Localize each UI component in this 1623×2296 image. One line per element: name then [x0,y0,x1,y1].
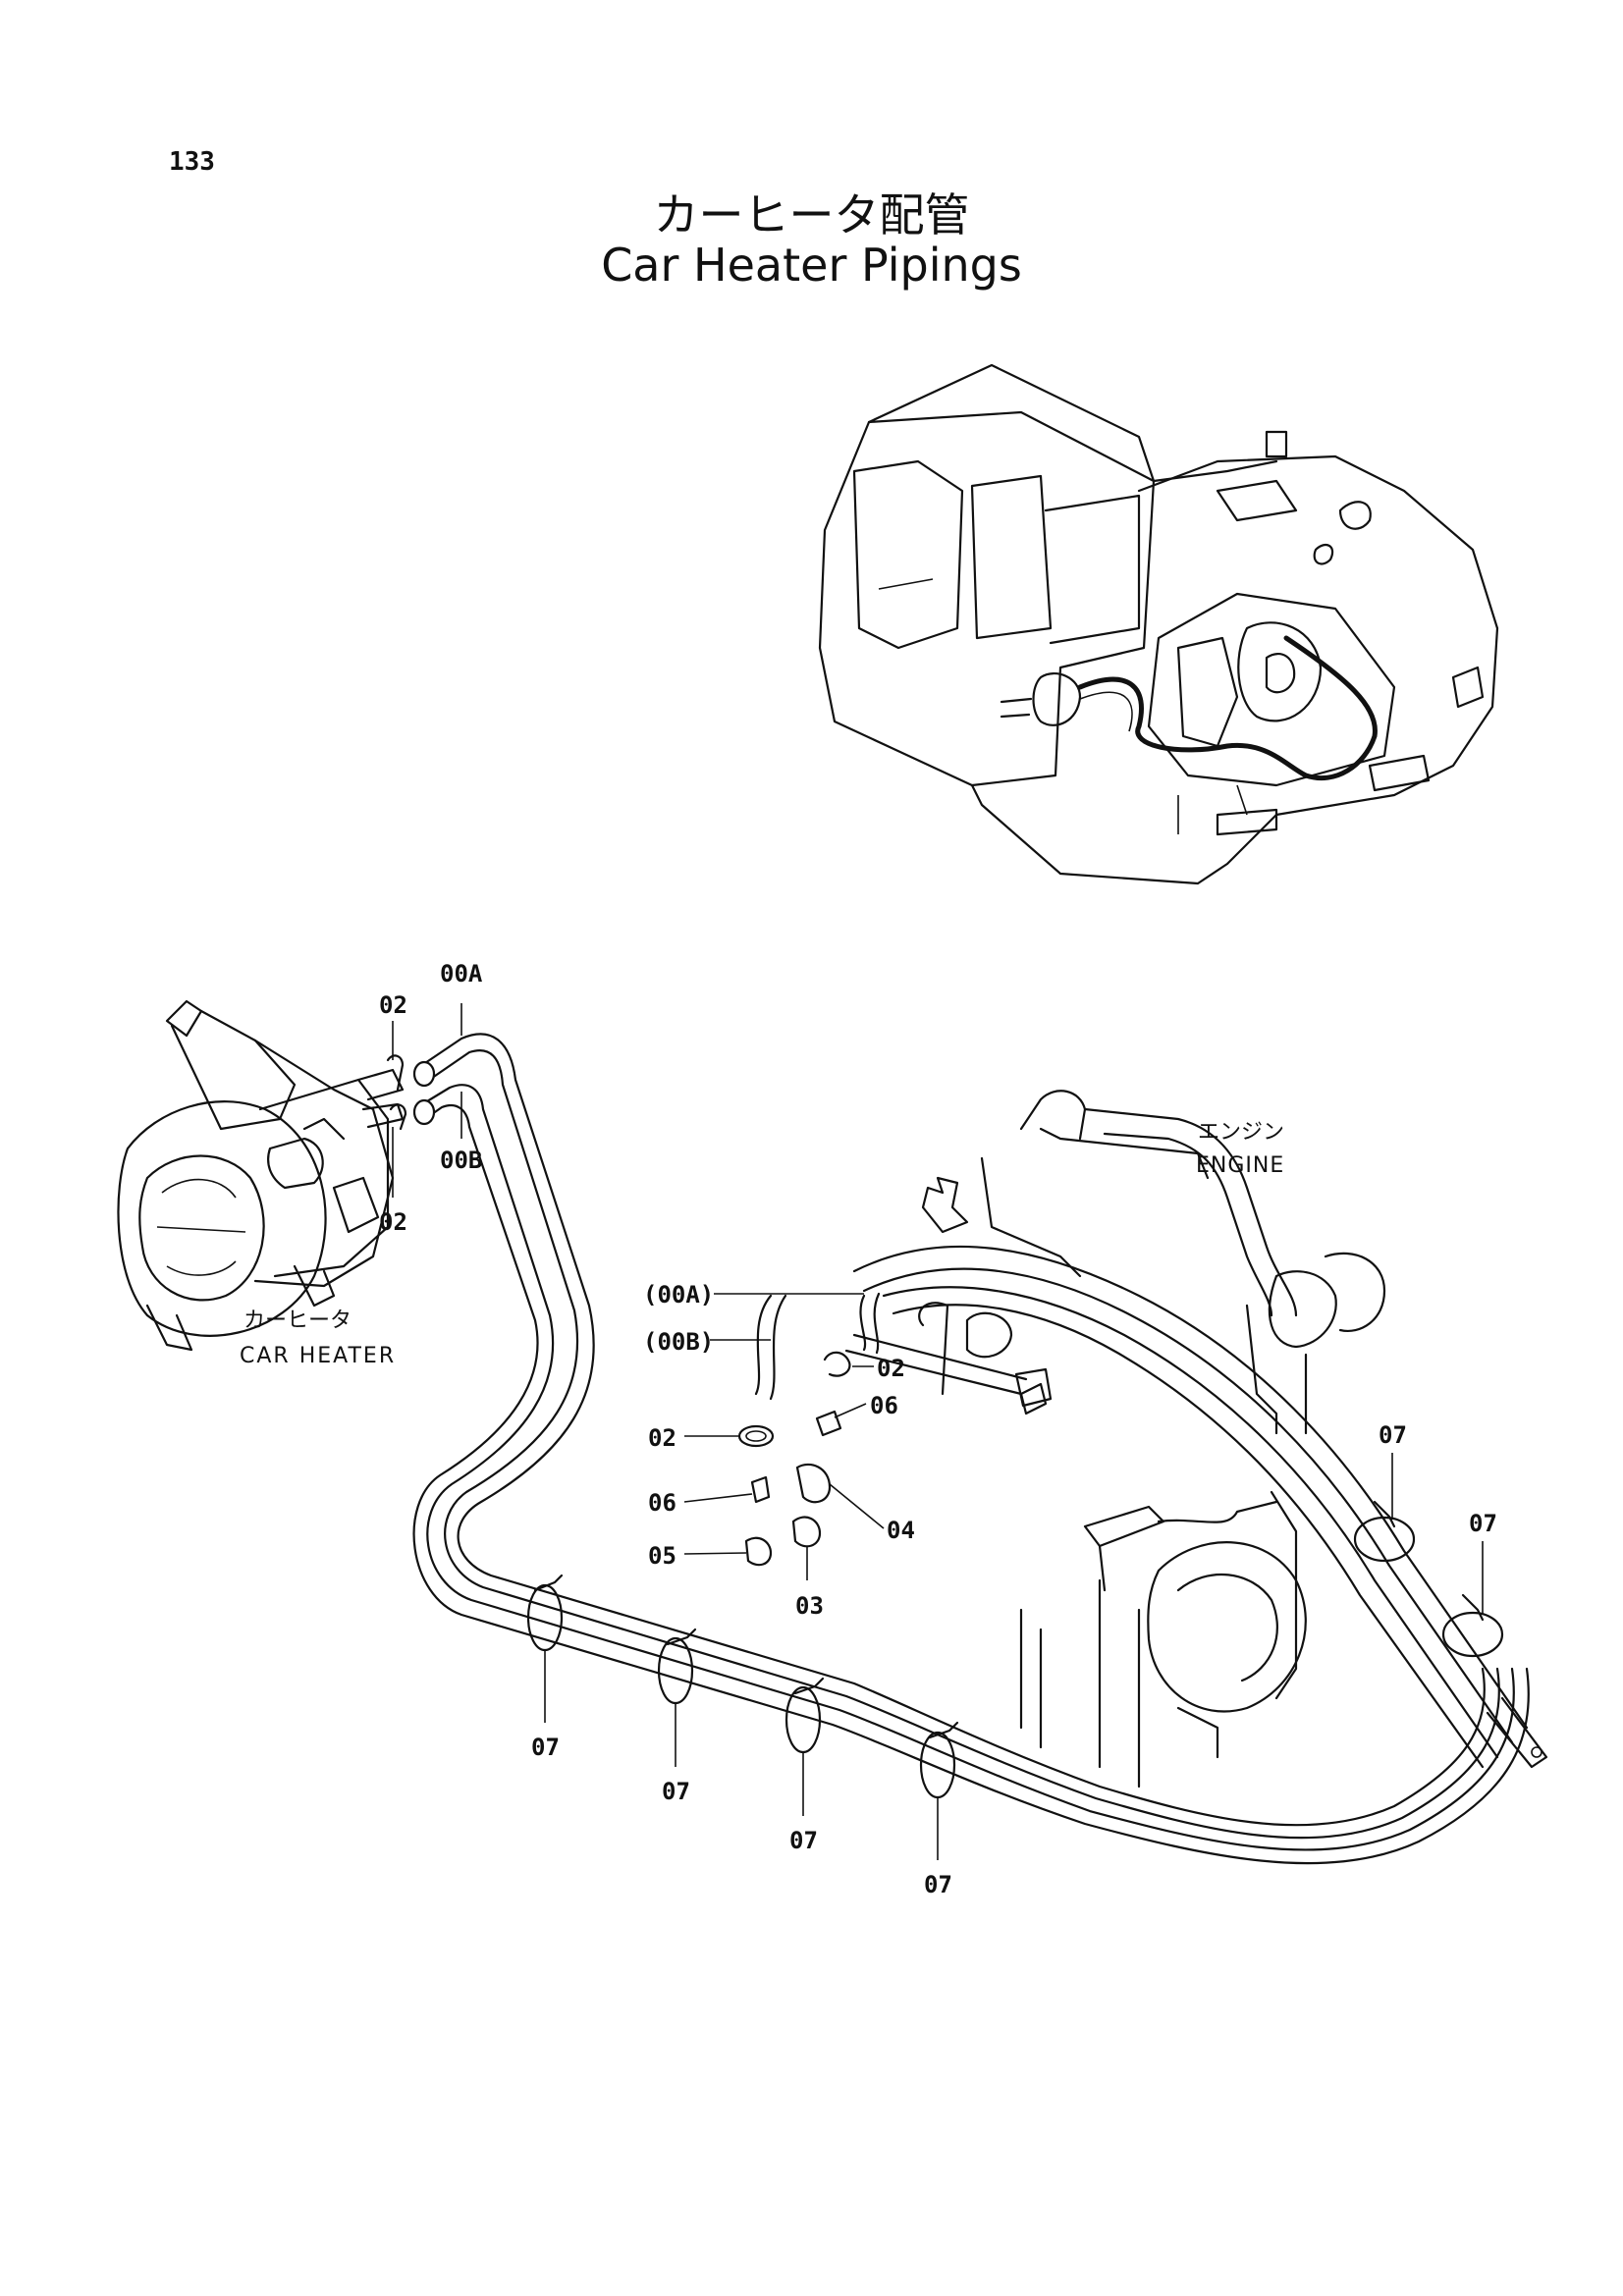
callout-00a-top: 00A [440,960,483,988]
leader-lines [392,1003,1484,1860]
excavator-overview-drawing [818,363,1499,885]
callout-02-loose-top: 02 [877,1355,905,1382]
callout-04: 04 [887,1517,915,1544]
callout-labels: 00A 02 00B 02 (00A) (00B) 02 06 02 06 04… [379,960,1497,1898]
caption-engine-jp: エンジン [1198,1120,1284,1145]
caption-car-heater-jp: カーヒータ [243,1308,352,1333]
component-captions: カーヒータ CAR HEATER エンジン ENGINE [240,1120,1284,1368]
callout-06-loose: 06 [648,1489,676,1517]
callout-02-loose: 02 [648,1424,676,1452]
callout-07-c: 07 [789,1827,818,1854]
loose-fittings [737,1292,881,1567]
page-number: 133 [169,147,215,177]
callout-00b-top: 00B [440,1147,482,1174]
title-japanese: カーヒータ配管 [653,188,970,241]
callout-07-b: 07 [662,1778,690,1805]
callout-07-d: 07 [924,1871,952,1898]
caption-engine-en: ENGINE [1196,1153,1284,1178]
title-english: Car Heater Pipings [601,239,1022,292]
callout-03: 03 [795,1592,824,1620]
callout-05: 05 [648,1542,676,1570]
callout-02-heater-top: 02 [379,991,407,1019]
callout-06-loose-top: 06 [870,1392,898,1419]
caption-car-heater-en: CAR HEATER [240,1344,396,1368]
engine-drawing [844,1090,1386,1789]
heater-hose-loop [412,1033,1548,1865]
car-heater-drawing [117,999,405,1352]
callout-07-f: 07 [1469,1510,1497,1537]
callout-07-a: 07 [531,1734,560,1761]
callout-02-heater-bottom: 02 [379,1208,407,1236]
callout-00a-loose: (00A) [643,1281,714,1308]
callout-07-e: 07 [1379,1421,1407,1449]
clamp-bands [386,1054,1504,1799]
callout-00b-loose: (00B) [643,1328,714,1356]
